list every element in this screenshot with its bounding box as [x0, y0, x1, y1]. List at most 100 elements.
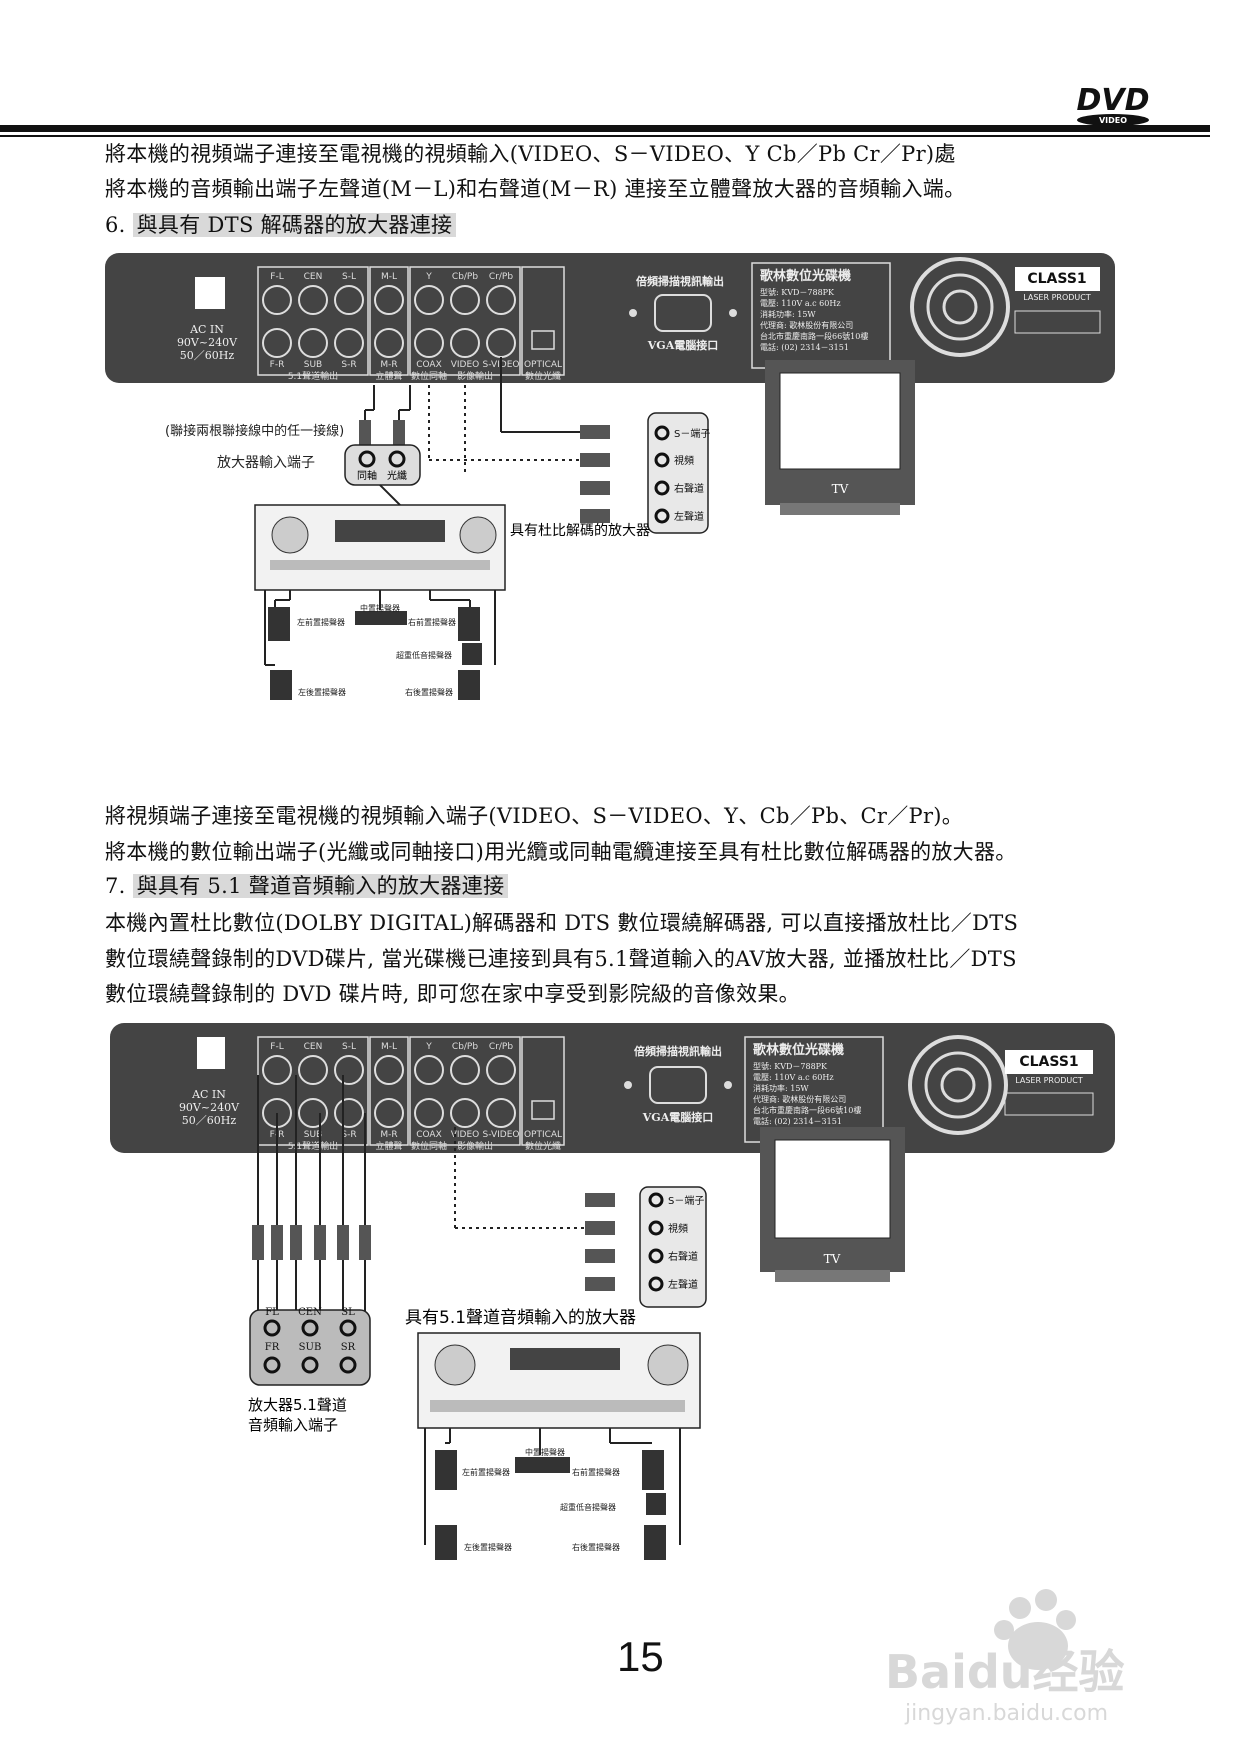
svg-text:90V~240V: 90V~240V	[177, 336, 238, 349]
dvd-video-logo: DVD VIDEO	[1076, 83, 1150, 126]
svg-text:5.1聲道輸出: 5.1聲道輸出	[288, 1140, 338, 1152]
svg-text:Y: Y	[425, 1042, 432, 1052]
svg-text:S－端子: S－端子	[668, 1194, 704, 1207]
svg-text:音頻輸入端子: 音頻輸入端子	[248, 1416, 338, 1434]
svg-text:中置揚聲器: 中置揚聲器	[360, 603, 400, 613]
svg-text:電話: (02) 2314－3151: 電話: (02) 2314－3151	[760, 342, 849, 352]
svg-text:同軸: 同軸	[357, 469, 377, 482]
svg-text:(聯接兩根聯接線中的任一接線): (聯接兩根聯接線中的任一接線)	[165, 423, 344, 439]
svg-text:TV: TV	[824, 1252, 841, 1266]
svg-text:F-L: F-L	[270, 272, 283, 282]
svg-text:Cb/Pb: Cb/Pb	[452, 1042, 478, 1052]
svg-text:CEN: CEN	[304, 272, 323, 282]
svg-text:影像輸出: 影像輸出	[457, 1140, 493, 1152]
section7-title: 與具有 5.1 聲道音頻輸入的放大器連接	[132, 874, 509, 898]
svg-text:AC IN: AC IN	[191, 1088, 226, 1101]
svg-text:50／60Hz: 50／60Hz	[180, 349, 235, 362]
svg-text:M-R: M-R	[380, 1130, 397, 1140]
svg-text:VIDEO: VIDEO	[451, 360, 480, 370]
svg-text:放大器5.1聲道: 放大器5.1聲道	[248, 1396, 347, 1414]
svg-text:DVD: DVD	[1076, 83, 1149, 118]
svg-text:M-L: M-L	[381, 272, 397, 282]
svg-text:右前置揚聲器: 右前置揚聲器	[408, 617, 456, 627]
dvd-rear-panel-2: AC IN 90V~240V 50／60Hz F-L CEN S-L M-L Y Cb…	[110, 1023, 1115, 1153]
svg-text:AC IN: AC IN	[189, 323, 224, 336]
section6-number: 6.	[105, 213, 126, 237]
svg-text:右前置揚聲器: 右前置揚聲器	[572, 1467, 620, 1477]
svg-text:SUB: SUB	[304, 1130, 322, 1140]
svg-text:電壓: 110V a.c 60Hz: 電壓: 110V a.c 60Hz	[753, 1073, 834, 1082]
svg-text:數位光纖: 數位光纖	[525, 370, 561, 382]
svg-text:歌林數位光碟機: 歌林數位光碟機	[753, 1042, 844, 1058]
svg-text:視頻: 視頻	[668, 1222, 688, 1235]
svg-text:電壓: 110V a.c 60Hz: 電壓: 110V a.c 60Hz	[760, 299, 841, 308]
svg-text:數位同軸: 數位同軸	[411, 370, 447, 382]
svg-text:COAX: COAX	[416, 1130, 442, 1140]
svg-text:S-L: S-L	[342, 1042, 356, 1052]
svg-text:右後置揚聲器: 右後置揚聲器	[572, 1542, 620, 1552]
svg-text:左前置揚聲器: 左前置揚聲器	[297, 617, 345, 627]
rca-plugs-2	[252, 1193, 615, 1291]
svg-text:CLASS1: CLASS1	[1019, 1054, 1078, 1070]
svg-text:M-L: M-L	[381, 1042, 397, 1052]
section7-body-3: 數位環繞聲錄制的 DVD 碟片時, 即可您在家中享受到影院級的音像效果。	[105, 982, 800, 1006]
svg-text:視頻: 視頻	[674, 454, 694, 467]
svg-text:SL: SL	[341, 1307, 355, 1318]
svg-text:VGA電腦接口: VGA電腦接口	[642, 1110, 713, 1124]
surround-amplifier	[417, 1332, 701, 1429]
svg-text:LASER PRODUCT: LASER PRODUCT	[1023, 293, 1091, 302]
note-line-2: 將本機的數位輸出端子(光纖或同軸接口)用光纜或同軸電纜連接至具有杜比數位解碼器的…	[105, 840, 1017, 864]
svg-text:倍頻掃描視訊輸出: 倍頻掃描視訊輸出	[634, 1044, 722, 1058]
svg-text:jingyan.baidu.com: jingyan.baidu.com	[904, 1701, 1108, 1726]
svg-text:代理商: 歌林股份有限公司: 代理商: 歌林股份有限公司	[760, 320, 853, 330]
baidu-watermark: Baidu经验 jingyan.baidu.com	[885, 1589, 1125, 1726]
speakers	[268, 607, 482, 700]
rca-plugs	[359, 420, 610, 523]
svg-text:Cr/Pb: Cr/Pb	[489, 1042, 513, 1052]
svg-text:LASER PRODUCT: LASER PRODUCT	[1015, 1076, 1083, 1085]
svg-text:台北市重慶南路一段66號10樓: 台北市重慶南路一段66號10樓	[753, 1105, 861, 1115]
svg-text:SUB: SUB	[304, 360, 322, 370]
svg-text:VGA電腦接口: VGA電腦接口	[647, 338, 718, 352]
svg-text:電話: (02) 2314－3151: 電話: (02) 2314－3151	[753, 1116, 842, 1126]
svg-text:OPTICAL: OPTICAL	[524, 1130, 562, 1140]
svg-text:F-L: F-L	[270, 1042, 283, 1052]
svg-text:消耗功率: 15W: 消耗功率: 15W	[760, 309, 816, 319]
svg-text:SUB: SUB	[299, 1342, 322, 1353]
page-number: 15	[617, 1633, 664, 1680]
svg-text:台北市重慶南路一段66號10樓: 台北市重慶南路一段66號10樓	[760, 331, 868, 341]
svg-text:VIDEO: VIDEO	[1099, 116, 1127, 125]
svg-text:Cb/Pb: Cb/Pb	[452, 272, 478, 282]
svg-text:CEN: CEN	[298, 1307, 322, 1318]
svg-text:左聲道: 左聲道	[674, 510, 704, 523]
svg-text:立體聲: 立體聲	[375, 370, 402, 382]
intro-line-2: 將本機的音頻輸出端子左聲道(M－L)和右聲道(M－R) 連接至立體聲放大器的音頻…	[105, 177, 966, 201]
svg-text:Baidu经验: Baidu经验	[885, 1645, 1125, 1699]
svg-text:S-VIDEO: S-VIDEO	[483, 1130, 520, 1140]
section7-body-2: 數位環繞聲錄制的DVD碟片, 當光碟機已連接到具有5.1聲道輸入的AV放大器, …	[105, 947, 1017, 971]
svg-text:型號: KVD－788PK: 型號: KVD－788PK	[753, 1061, 828, 1071]
svg-text:5.1聲道輸出: 5.1聲道輸出	[288, 370, 338, 382]
svg-text:50／60Hz: 50／60Hz	[182, 1114, 237, 1127]
svg-text:左聲道: 左聲道	[668, 1278, 698, 1291]
svg-text:FL: FL	[265, 1307, 279, 1318]
svg-text:Cr/Pb: Cr/Pb	[489, 272, 513, 282]
svg-text:CLASS1: CLASS1	[1027, 271, 1086, 287]
svg-text:F-R: F-R	[270, 360, 285, 370]
svg-text:具有杜比解碼的放大器: 具有杜比解碼的放大器	[510, 523, 650, 539]
svg-text:90V~240V: 90V~240V	[179, 1101, 240, 1114]
svg-text:數位同軸: 數位同軸	[411, 1140, 447, 1152]
section7-number: 7.	[105, 874, 126, 898]
svg-text:右聲道: 右聲道	[668, 1250, 698, 1263]
section6-title: 與具有 DTS 解碼器的放大器連接	[132, 213, 457, 237]
svg-text:右聲道: 右聲道	[674, 482, 704, 495]
svg-text:SR: SR	[341, 1342, 356, 1353]
svg-text:左後置揚聲器: 左後置揚聲器	[298, 687, 346, 697]
svg-text:倍頻掃描視訊輸出: 倍頻掃描視訊輸出	[636, 274, 724, 288]
svg-text:CEN: CEN	[304, 1042, 323, 1052]
svg-text:放大器輸入端子: 放大器輸入端子	[217, 455, 315, 471]
intro-line-1: 將本機的視頻端子連接至電視機的視頻輸入(VIDEO、S－VIDEO、Y Cb／P…	[105, 142, 956, 166]
svg-text:立體聲: 立體聲	[375, 1140, 402, 1152]
svg-text:M-R: M-R	[380, 360, 397, 370]
